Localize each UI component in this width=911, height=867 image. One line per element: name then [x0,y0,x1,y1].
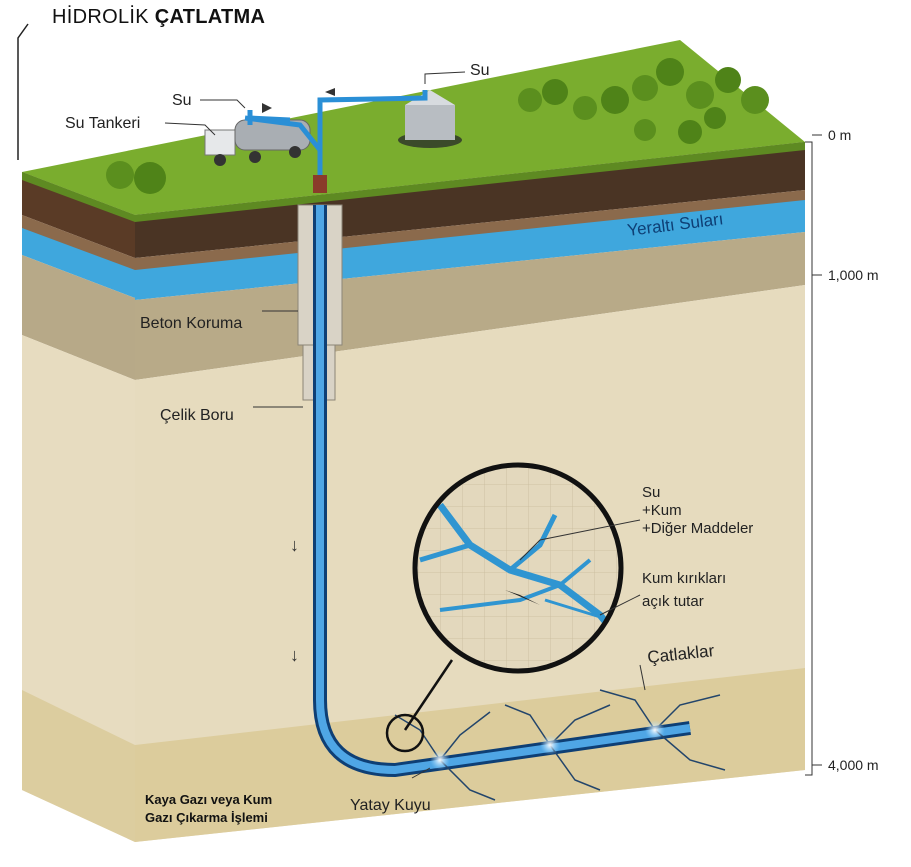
magnifier-content [415,465,621,671]
earth-front-face [22,172,135,842]
water-tanker-truck [204,119,311,166]
well-pipe [316,205,691,775]
water-storage-tank [398,90,462,148]
wellhead [313,175,327,193]
caption-line2: Gazı Çıkarma İşlemi [145,810,268,825]
magnifier-source-circle [385,713,425,753]
fracture-glows [430,720,665,770]
mag-label-line2: +Kum [642,502,682,519]
flow-arrow-icon [262,103,272,113]
page-title: HİDROLİK ÇATLATMA [52,6,265,29]
magnifier-connector [403,659,454,731]
surface-pipes [244,90,428,180]
label-water-top: Su [470,62,490,79]
caption-line1: Kaya Gazı veya Kum [145,792,272,807]
mag-label-line3: +Diğer Maddeler [642,520,753,537]
title-bold: ÇATLATMA [154,6,266,28]
label-water-truck: Su [172,92,192,109]
title-light: HİDROLİK [52,6,149,28]
depth-label-0: 0 m [828,127,851,143]
mag-label-line1: Su [642,484,660,501]
magnifier-lens [412,462,624,674]
depth-label-1000: 1,000 m [828,267,879,283]
flow-arrow-icon [325,88,335,96]
mag-label-line4: Kum kırıkları [642,570,726,587]
title-bracket [17,23,29,160]
trees [106,58,769,194]
label-tanker: Su Tankeri [65,115,140,132]
label-concrete: Beton Koruma [140,315,242,332]
fracture-network [394,689,726,801]
depth-label-4000: 4,000 m [828,757,879,773]
down-arrow-icon: ↓ [290,535,299,555]
label-horizontal-well: Yatay Kuyu [350,797,431,814]
mag-label-line5: açık tutar [642,593,704,610]
leader-lines [164,71,822,779]
groundwater-layer-front [22,228,135,298]
label-steel-pipe: Çelik Boru [160,407,234,424]
down-arrow-icon: ↓ [290,645,299,665]
